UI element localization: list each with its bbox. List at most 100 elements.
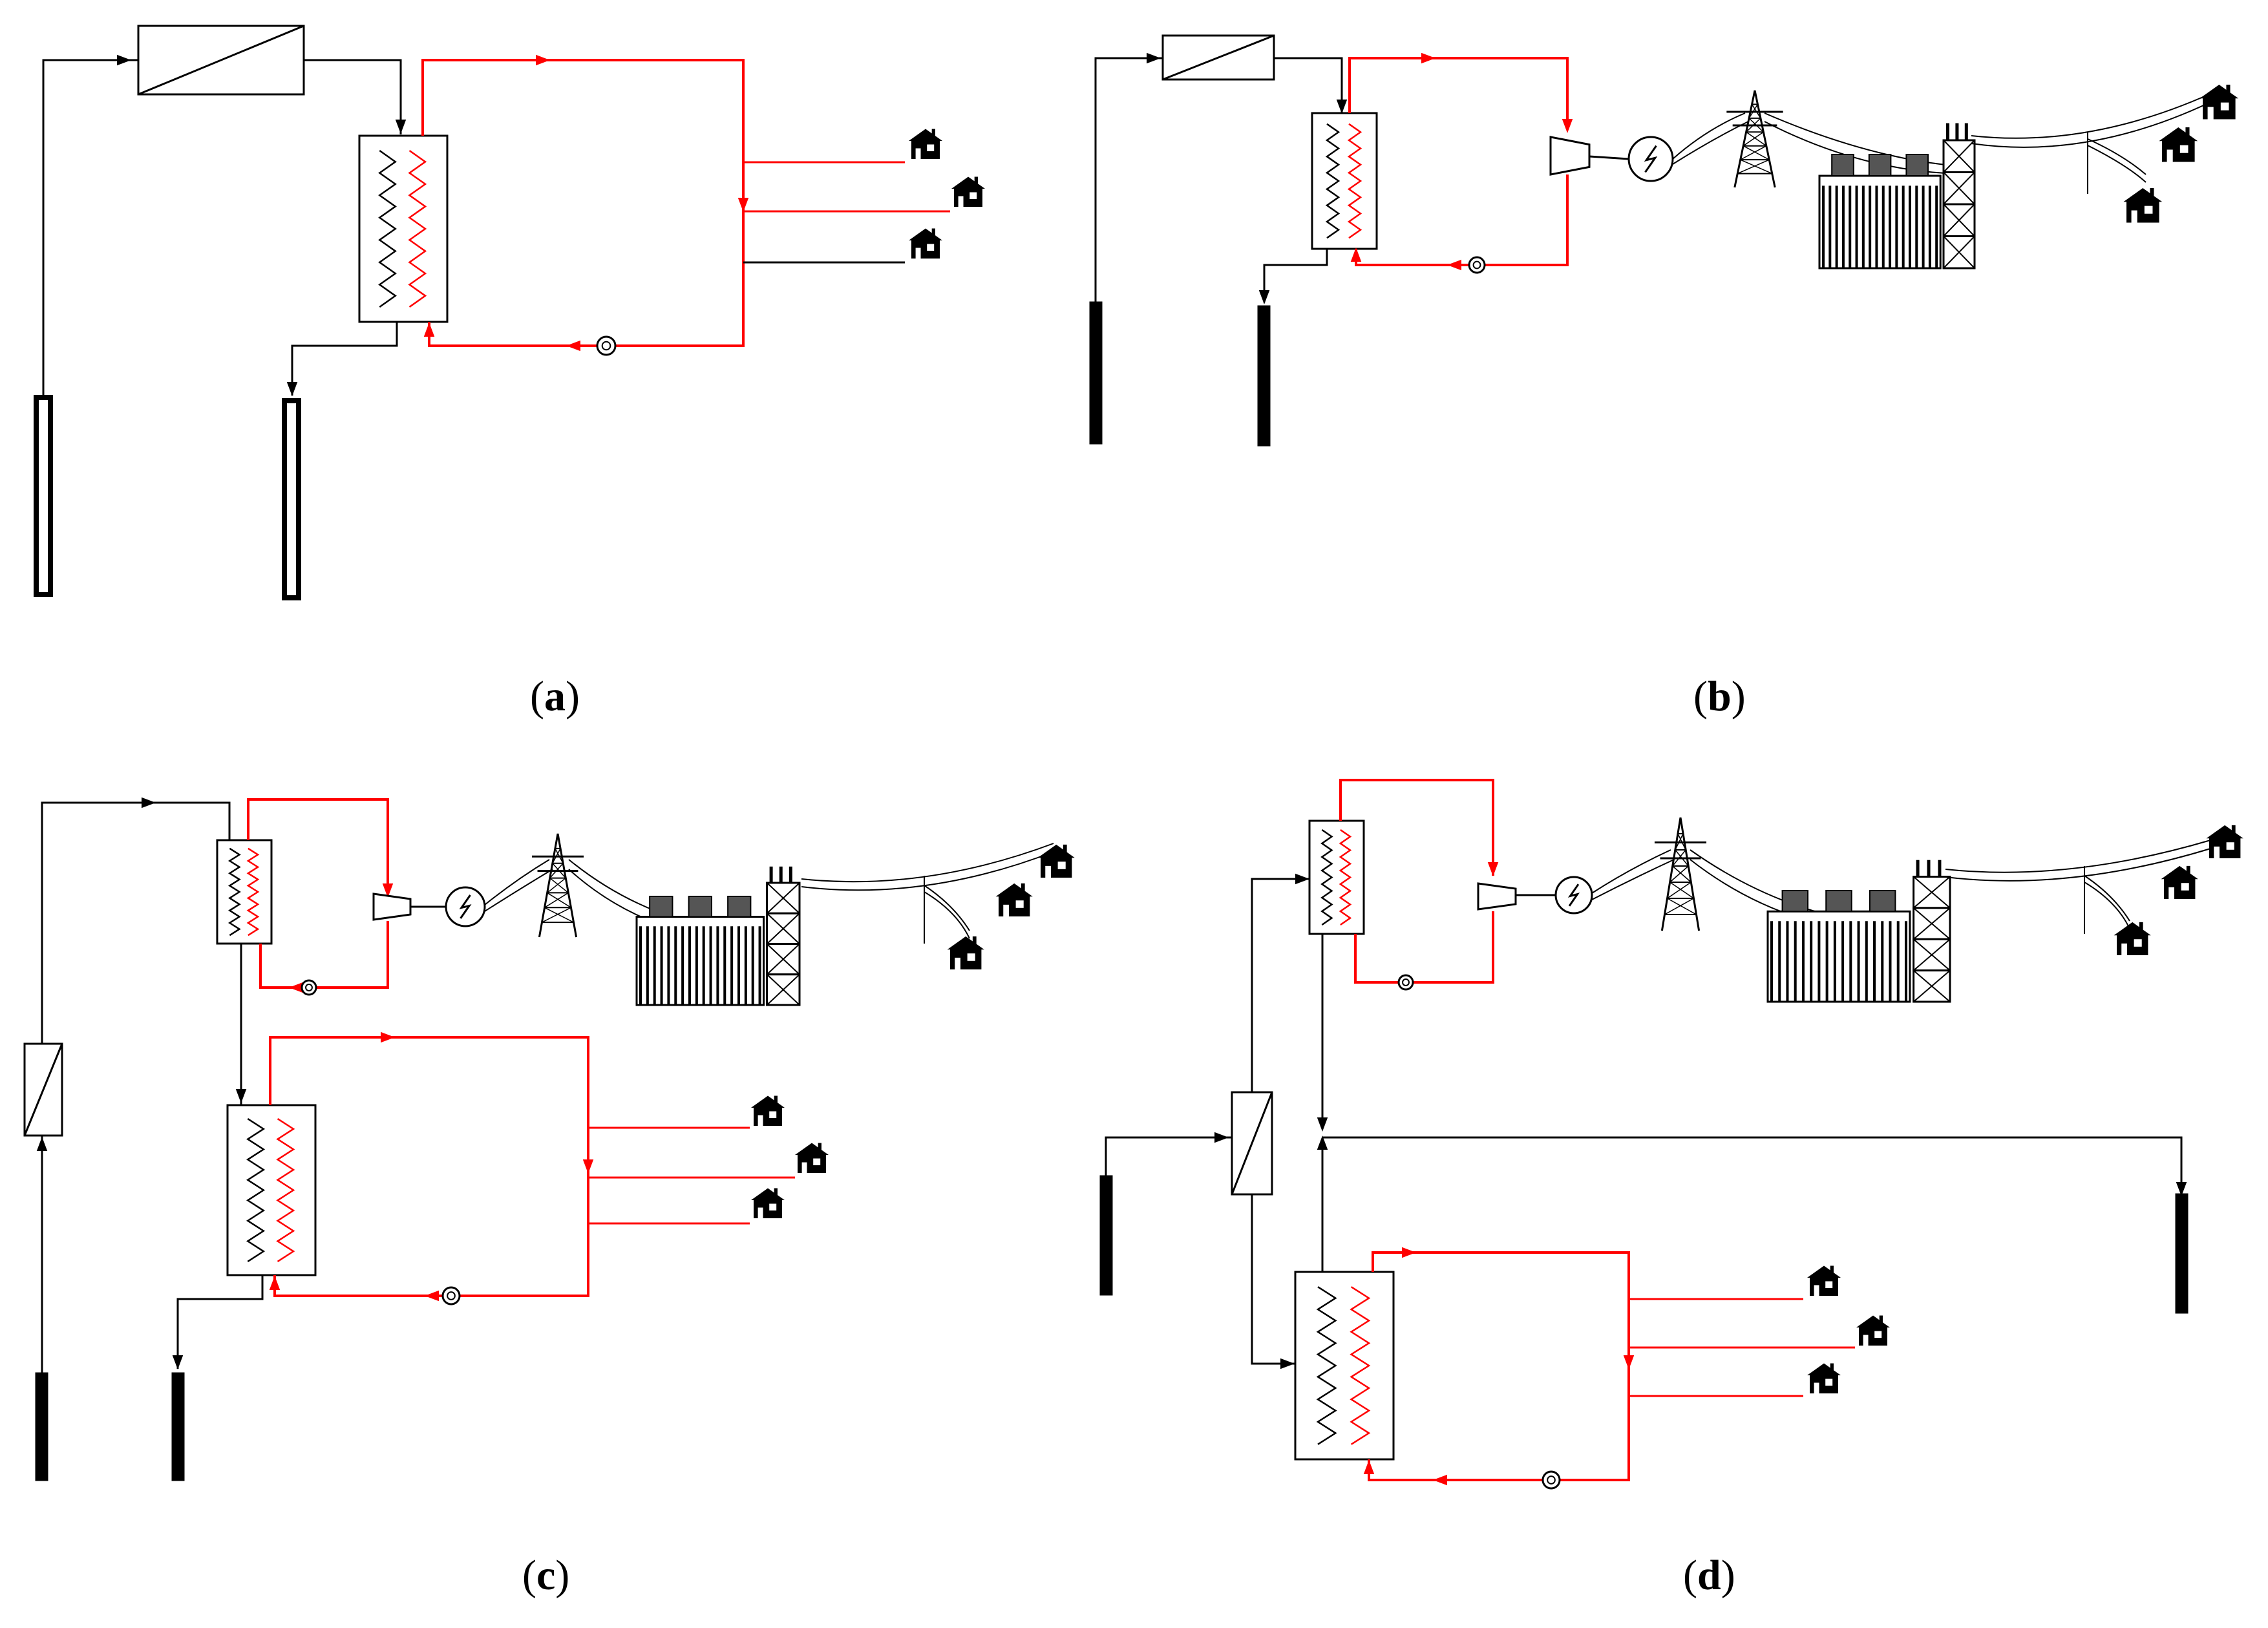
house-icon: [2161, 865, 2198, 899]
transformer-top: [1781, 890, 1809, 913]
power-line-icon: [1591, 849, 1671, 894]
pump-body: [1468, 256, 1486, 274]
heat-exchanger-body: [216, 839, 273, 945]
pipe-line: [259, 921, 389, 989]
house-window: [970, 192, 977, 199]
house-window: [2144, 206, 2153, 214]
flow-arrow: [1317, 1136, 1328, 1150]
house-icon: [2199, 85, 2239, 120]
house-window: [1015, 900, 1024, 908]
pipe-line: [1274, 57, 1343, 113]
tower-brace: [1667, 882, 1691, 899]
house-icon: [951, 176, 985, 207]
caption-letter-a: a: [544, 673, 566, 720]
hot-coil: [276, 1117, 295, 1263]
house-window: [927, 144, 935, 151]
pump-body: [301, 979, 317, 996]
switch-cross: [766, 913, 800, 945]
transformer-top: [688, 896, 712, 918]
house-chimney: [1063, 844, 1067, 854]
house-roof: [2206, 825, 2243, 839]
transformer-top: [649, 896, 673, 918]
pump-icon: [441, 1286, 461, 1306]
pipe-line: [1355, 174, 1569, 266]
house-window: [2181, 883, 2189, 891]
transformer-bank: [1766, 910, 1911, 1003]
house-chimney: [2139, 922, 2143, 932]
house-window: [813, 1158, 821, 1165]
pump-rotor: [1547, 1475, 1556, 1485]
house-chimney: [774, 1095, 778, 1105]
tower-brace: [1672, 865, 1691, 883]
flow-arrow: [1295, 873, 1309, 885]
pipe-line: [176, 1275, 264, 1369]
power-line-icon: [801, 851, 1054, 891]
flow-arrow: [1623, 1355, 1635, 1369]
heat-exchanger-icon: [1294, 1271, 1395, 1461]
switch-cross: [766, 974, 800, 1006]
house-icon: [2114, 922, 2151, 955]
pump-rotor: [1402, 978, 1410, 986]
cold-coil: [246, 1117, 266, 1263]
house-door: [801, 1162, 807, 1173]
panel-a-diagram: [34, 25, 985, 600]
house-window: [2134, 939, 2142, 947]
house-roof: [1807, 1363, 1841, 1375]
power-line-icon: [924, 885, 970, 931]
turbine-icon: [1477, 882, 1517, 911]
caption-panel-c: (c): [522, 1552, 570, 1599]
house-roof: [2199, 85, 2239, 99]
house-icon: [2159, 127, 2198, 162]
flow-arrow: [423, 322, 435, 337]
well-icon: [1099, 1175, 1113, 1296]
flow-arrow: [1147, 52, 1161, 64]
power-line-icon: [484, 869, 553, 912]
cold-coil: [1325, 123, 1341, 239]
house-roof: [909, 129, 942, 141]
transmission-tower-icon: [1726, 90, 1783, 188]
pipe-line: [1251, 1194, 1295, 1365]
house-door: [2167, 149, 2173, 162]
house-door: [2121, 943, 2127, 955]
house-chimney: [1021, 883, 1025, 893]
house-door: [2131, 210, 2137, 223]
house-chimney: [1830, 1265, 1834, 1274]
well-icon: [35, 1372, 48, 1481]
heat-exchanger-body: [1308, 819, 1365, 935]
transformer-top: [727, 896, 752, 918]
power-line-icon: [2087, 138, 2146, 175]
switch-cross: [1913, 938, 1951, 971]
transformer-bank: [1818, 174, 1942, 270]
house-window: [1057, 862, 1066, 869]
tower-brace: [547, 892, 571, 908]
tower-brace: [1743, 131, 1764, 147]
power-line-icon: [1971, 101, 2211, 148]
cold-coil: [378, 150, 397, 308]
flow-arrow: [2176, 1182, 2187, 1196]
pipe-line: [41, 801, 231, 1044]
flow-arrow: [1363, 1460, 1375, 1474]
filter-icon: [137, 25, 305, 96]
power-line-icon: [2087, 145, 2146, 183]
turbine-icon: [1549, 136, 1591, 176]
flow-arrow: [536, 54, 550, 66]
house-window: [1874, 1331, 1882, 1338]
house-roof: [995, 883, 1033, 897]
transformer-top: [1905, 154, 1929, 176]
tower-brace: [544, 907, 574, 923]
house-window: [769, 1203, 777, 1210]
pipe-line: [1322, 1136, 2183, 1194]
flow-arrow: [235, 1089, 247, 1103]
house-door: [2168, 887, 2174, 899]
house-roof: [2114, 922, 2151, 936]
flow-arrow: [425, 1290, 439, 1302]
heat-exchanger-body: [1311, 112, 1378, 250]
house-icon: [1856, 1315, 1890, 1346]
generator-icon: [1627, 136, 1674, 182]
house-chimney: [774, 1188, 778, 1197]
insulator: [769, 866, 773, 883]
well-icon: [2175, 1193, 2189, 1314]
insulator: [1946, 123, 1949, 140]
pipe-line: [247, 798, 389, 885]
pump-rotor: [601, 341, 611, 351]
